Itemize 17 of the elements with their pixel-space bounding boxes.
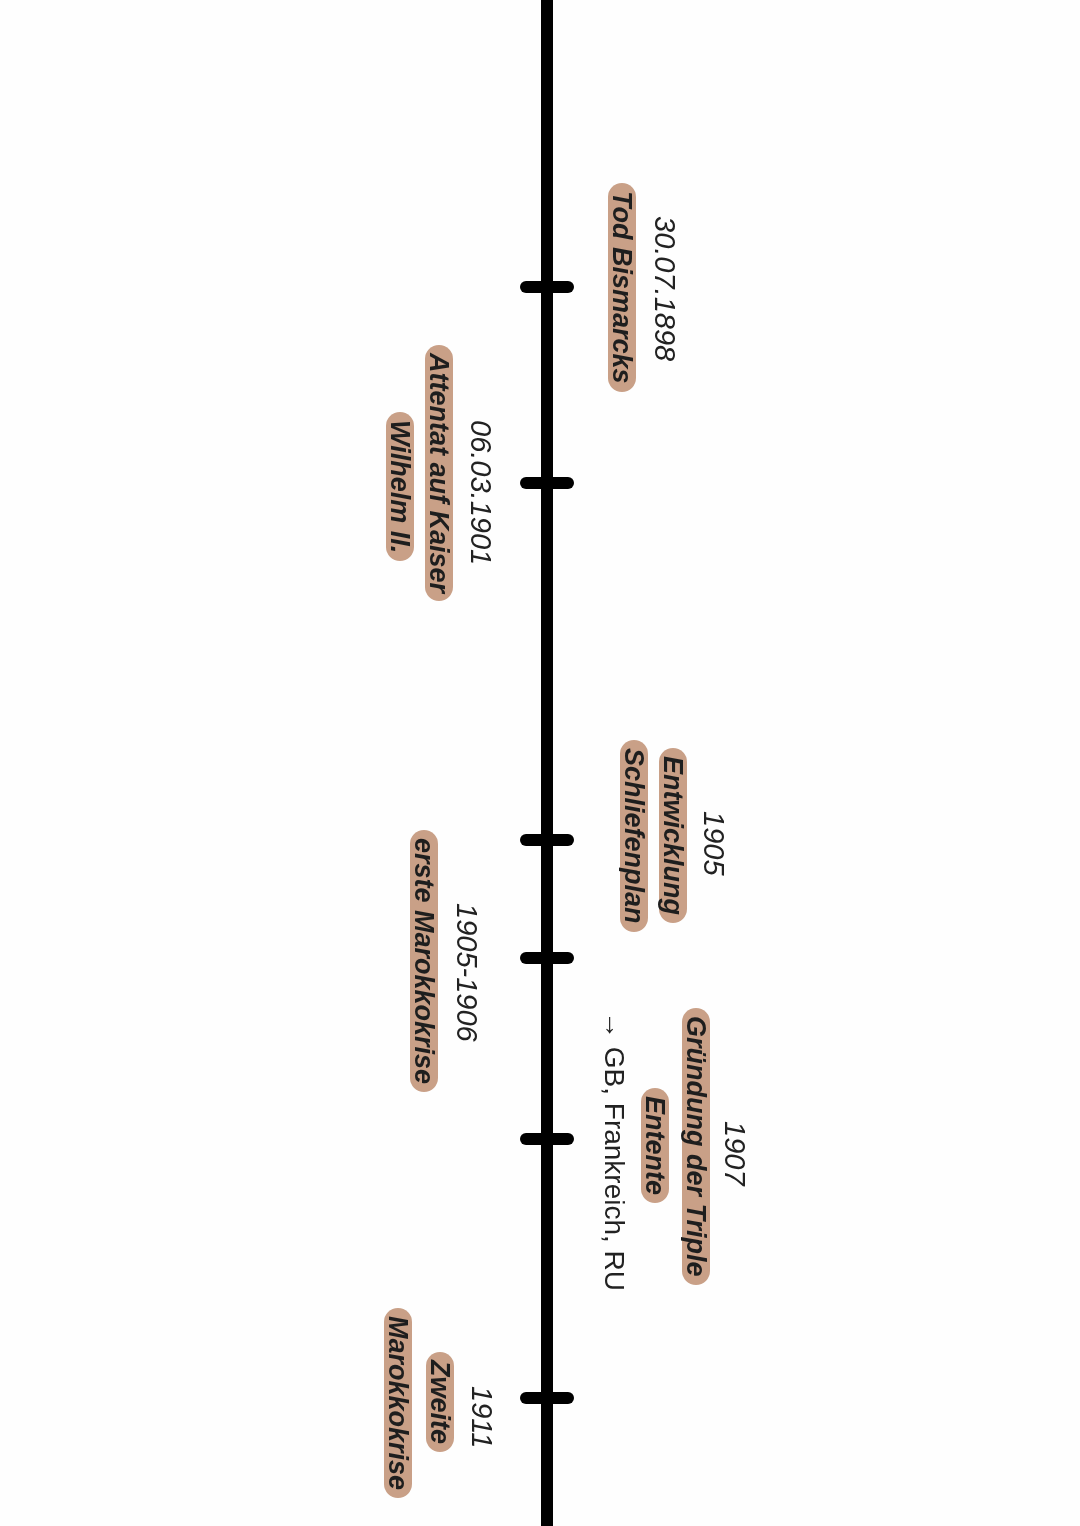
event-date: 1905-1906 <box>452 902 482 1044</box>
highlighted-event-text: Attentat auf Kaiser <box>425 345 453 602</box>
highlighted-event-text: Gründung der Triple <box>682 1008 710 1285</box>
event-date: 1905 <box>699 810 729 878</box>
highlighted-event-text: Schliefenplan <box>620 740 648 932</box>
event-note: → GB, Frankreich, RU <box>599 1011 629 1292</box>
event-date: 30.07.1898 <box>650 215 680 364</box>
highlighted-event-text: Tod Bismarcks <box>608 183 636 392</box>
highlighted-event-text: Entwicklung <box>659 748 687 923</box>
highlighted-event-text: Zweite <box>426 1352 454 1453</box>
event-date: 1911 <box>467 1385 497 1451</box>
event-date: 06.03.1901 <box>466 419 496 568</box>
event-date: 1907 <box>720 1120 750 1189</box>
highlighted-event-text: Wilhelm II. <box>386 412 414 562</box>
highlighted-event-text: Entente <box>641 1088 669 1203</box>
highlighted-event-text: erste Marokkokrise <box>410 830 438 1093</box>
highlighted-event-text: Marokkokrise <box>384 1308 412 1499</box>
